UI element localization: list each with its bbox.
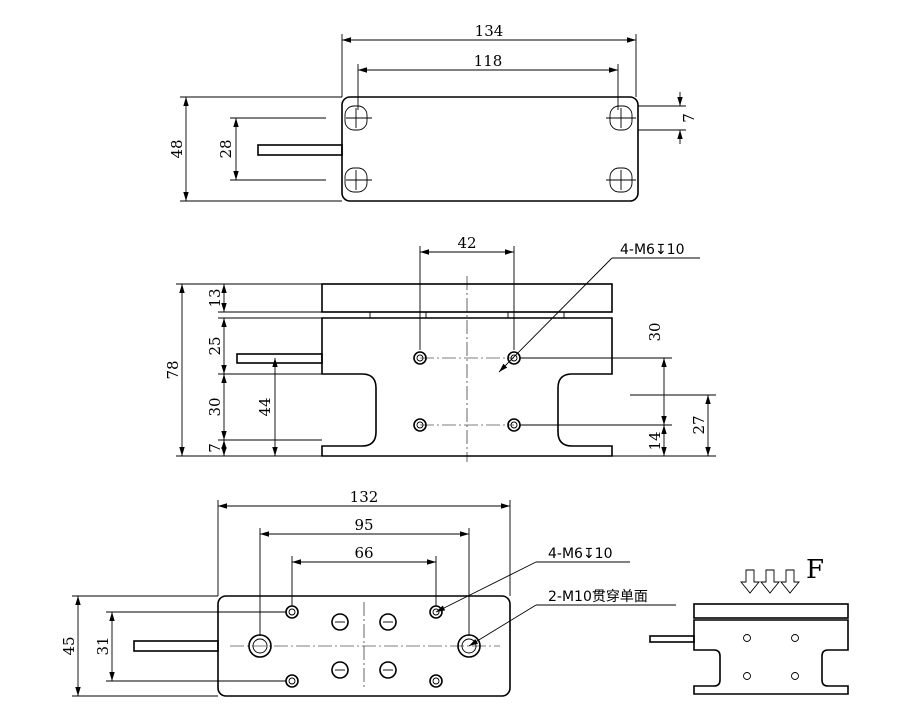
top-view-cable xyxy=(257,144,343,156)
mounting-slot xyxy=(606,105,636,131)
m6-hole xyxy=(285,605,299,619)
m6-hole xyxy=(285,674,299,688)
dim-overall-length: 134 xyxy=(475,22,504,40)
dim-hole-pitch-v: 30 xyxy=(646,322,664,341)
mounting-slot xyxy=(606,167,636,193)
screw-head xyxy=(379,661,397,679)
dim-bottom-width: 45 xyxy=(60,636,78,655)
dim-overall-width: 48 xyxy=(168,139,186,158)
dim-cable-height: 44 xyxy=(256,397,274,416)
dim-lower-hole-height: 14 xyxy=(646,431,664,450)
callout-m10: 2-M10贯穿单面 xyxy=(548,589,648,605)
dim-slot-spacing: 28 xyxy=(217,139,235,158)
load-hole xyxy=(743,634,751,642)
dim-upper-section: 25 xyxy=(206,336,224,355)
force-label: F xyxy=(806,555,824,585)
load-hole xyxy=(791,634,799,642)
side-view: 42 4-M6↧10 78 13 25 30 7 44 30 14 xyxy=(164,234,716,462)
dim-top-plate: 13 xyxy=(206,288,224,307)
dim-slot-length: 7 xyxy=(680,113,698,123)
dim-inner-hole-pitch: 66 xyxy=(354,544,373,562)
mounting-slot xyxy=(344,167,372,193)
top-view-body xyxy=(341,96,639,202)
load-view: F xyxy=(649,555,849,695)
dim-total-height: 78 xyxy=(164,360,182,379)
force-arrow-icon xyxy=(780,569,800,594)
bottom-view: 132 95 66 45 31 4-M6↧10 2-M10贯穿单面 xyxy=(60,488,676,697)
dim-outer-hole-pitch: 95 xyxy=(354,516,373,534)
bottom-view-cable xyxy=(133,640,219,652)
top-view: 134 118 48 28 7 xyxy=(168,22,698,202)
force-arrow-icon xyxy=(740,569,760,594)
callout-m6-bottom: 4-M6↧10 xyxy=(548,546,613,562)
m6-hole xyxy=(429,674,443,688)
dim-slot-pitch: 118 xyxy=(474,52,503,70)
load-top-plate xyxy=(693,603,849,619)
screw-head xyxy=(379,613,397,631)
load-hole xyxy=(743,672,751,680)
force-arrow-icon xyxy=(760,569,780,594)
callout-m6-side: 4-M6↧10 xyxy=(620,242,685,258)
mounting-slot xyxy=(344,105,372,131)
screw-head xyxy=(331,661,349,679)
dim-middle-section: 30 xyxy=(206,397,224,416)
load-sensor-body xyxy=(693,619,849,695)
dim-cutout-height: 27 xyxy=(690,415,708,434)
m6-hole xyxy=(413,351,427,365)
dim-bottom-length: 132 xyxy=(350,488,379,506)
screw-head xyxy=(331,613,349,631)
side-cable xyxy=(236,353,323,364)
dim-hole-pitch-h: 42 xyxy=(457,234,476,252)
m6-hole xyxy=(413,418,427,432)
dim-hole-row-spacing: 31 xyxy=(94,636,112,655)
dim-bottom-section: 7 xyxy=(206,443,224,453)
spacer xyxy=(369,311,427,319)
load-hole xyxy=(791,672,799,680)
load-cable xyxy=(649,635,695,643)
